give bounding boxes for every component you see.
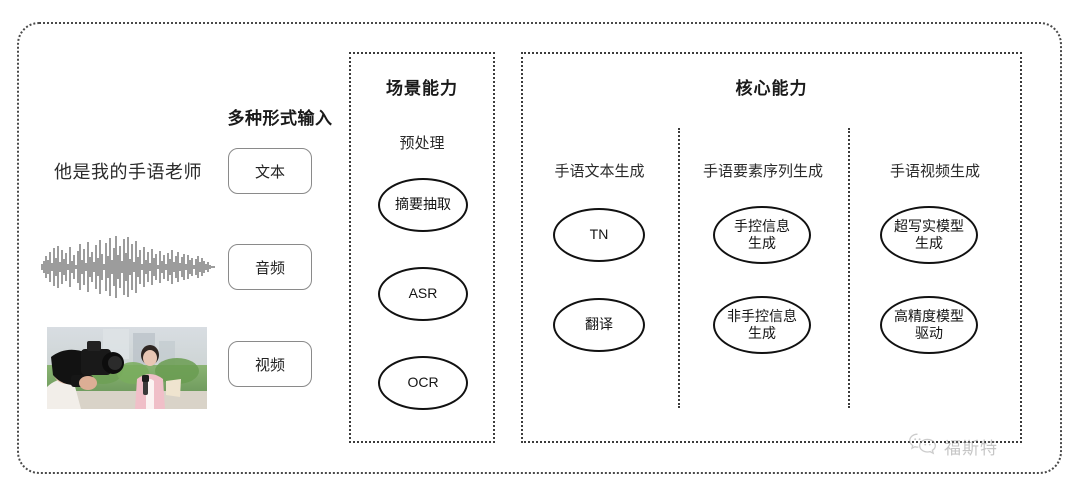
panel-scene-title: 场景能力 <box>386 79 458 98</box>
node-translation[interactable]: 翻译 <box>553 298 645 352</box>
modality-pill-video-label: 视频 <box>254 356 285 374</box>
column-header-sign-video-generation: 手语视频生成 <box>889 163 980 180</box>
waveform-icon <box>38 234 218 300</box>
modality-pill-audio-label: 音频 <box>254 259 285 277</box>
node-asr[interactable]: ASR <box>378 267 468 321</box>
panel-core-title: 核心能力 <box>735 79 808 98</box>
panel-scene-capability: 场景能力 <box>349 52 495 443</box>
wechat-icon <box>908 432 938 461</box>
column-header-sign-element-sequence-generation: 手语要素序列生成 <box>702 163 823 180</box>
node-hyper-realistic-model-generation[interactable]: 超写实模型 生成 <box>880 206 978 264</box>
node-ocr[interactable]: OCR <box>378 356 468 410</box>
node-summary-extraction[interactable]: 摘要抽取 <box>378 178 468 232</box>
node-non-manual-signal-generation[interactable]: 非手控信息 生成 <box>713 296 811 354</box>
modality-pill-text[interactable]: 文本 <box>228 148 312 194</box>
video-thumbnail-icon <box>47 327 207 409</box>
core-column-divider-2 <box>848 128 850 408</box>
column-header-sign-text-generation: 手语文本生成 <box>554 163 645 180</box>
sample-input-text: 他是我的手语老师 <box>54 162 202 182</box>
panel-core-capability: 核心能力 <box>521 52 1022 443</box>
node-high-precision-model-driving[interactable]: 高精度模型 驱动 <box>880 296 978 354</box>
modality-pill-audio[interactable]: 音频 <box>228 244 312 290</box>
watermark: 福斯特 <box>908 432 998 461</box>
column-header-preprocess: 预处理 <box>399 135 445 152</box>
node-manual-signal-generation[interactable]: 手控信息 生成 <box>713 206 811 264</box>
input-section-header: 多种形式输入 <box>227 109 333 128</box>
modality-pill-video[interactable]: 视频 <box>228 341 312 387</box>
modality-pill-text-label: 文本 <box>254 163 285 181</box>
watermark-label: 福斯特 <box>944 439 998 458</box>
core-column-divider-1 <box>678 128 680 408</box>
node-tn[interactable]: TN <box>553 208 645 262</box>
outer-frame <box>17 22 1062 474</box>
